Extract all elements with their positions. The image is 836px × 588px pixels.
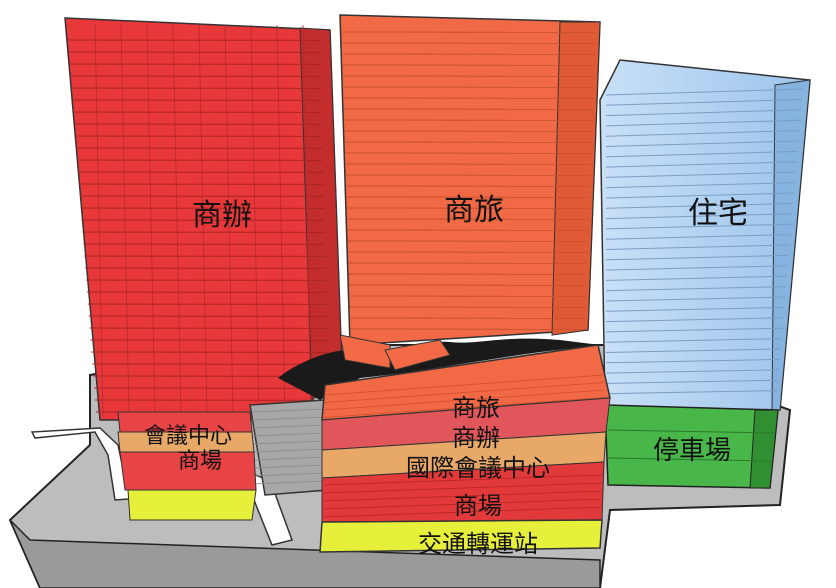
floor-line	[605, 306, 785, 312]
floor-line	[605, 275, 787, 281]
floor-line	[605, 140, 799, 147]
floor-line	[605, 379, 778, 384]
floor-line	[323, 389, 605, 411]
left-podium	[117, 411, 257, 521]
floor-line	[323, 374, 605, 396]
label-office-tower: 商辦	[192, 198, 252, 233]
label-podium-mall: 商場	[454, 492, 502, 520]
grey-middle-block	[249, 399, 329, 496]
floor-line	[251, 424, 327, 429]
floor-line	[605, 286, 786, 292]
floor-line	[323, 482, 604, 494]
floor-line	[605, 192, 795, 199]
floor-line	[605, 265, 788, 271]
label-hotel-tower: 商旅	[444, 193, 504, 228]
floor-line	[250, 24, 260, 416]
residential-tower	[599, 59, 811, 411]
label-left-convention: 會議中心	[144, 424, 232, 449]
office-column-lines	[94, 24, 312, 416]
floor-line	[605, 150, 798, 158]
floor-line	[605, 182, 795, 189]
floor-line	[605, 390, 777, 395]
floor-line	[94, 24, 104, 416]
floor-line	[198, 24, 208, 416]
podium-floor-lines	[323, 374, 605, 518]
label-left-mall: 商場	[178, 449, 222, 474]
floor-line	[251, 464, 327, 469]
floor-line	[251, 448, 327, 453]
residential-floor-lines	[605, 88, 804, 395]
floor-line	[605, 348, 781, 353]
floor-line	[605, 327, 783, 333]
hotel-tower	[339, 14, 601, 346]
label-podium-convention: 國際會議中心	[406, 454, 550, 482]
floor-line	[251, 440, 327, 445]
floor-line	[605, 202, 794, 209]
main-podium	[319, 344, 611, 553]
label-podium-transit: 交通轉運站	[418, 530, 538, 558]
floor-line	[605, 213, 793, 220]
floor-line	[605, 317, 784, 323]
floor-line	[224, 24, 234, 416]
floor-line	[251, 408, 327, 413]
floor-line	[251, 472, 327, 477]
floor-line	[605, 369, 779, 374]
label-podium-office: 商辦	[452, 424, 500, 452]
label-podium-hotel: 商旅	[452, 394, 500, 422]
floor-line	[323, 474, 604, 486]
floor-line	[605, 98, 803, 106]
label-parking: 停車場	[653, 436, 731, 466]
hotel-floor-lines	[341, 31, 597, 330]
floor-line	[323, 498, 604, 510]
floor-line	[605, 254, 789, 261]
floor-line	[120, 24, 130, 416]
floor-line	[251, 432, 327, 437]
office-tower	[64, 17, 343, 421]
parking-block	[604, 404, 779, 489]
floor-line	[605, 109, 802, 117]
floor-line	[605, 244, 790, 250]
floor-line	[605, 171, 796, 178]
floor-line	[146, 24, 156, 416]
floor-line	[251, 416, 327, 421]
floor-line	[605, 88, 804, 96]
floor-line	[605, 296, 786, 302]
floor-line	[605, 223, 792, 230]
floor-line	[605, 358, 780, 364]
floor-line	[323, 382, 605, 403]
grey-block-lines	[251, 408, 327, 485]
floor-line	[276, 24, 286, 416]
floor-line	[302, 24, 312, 416]
floor-line	[251, 456, 327, 461]
dark-connector	[278, 334, 600, 400]
floor-line	[172, 24, 182, 416]
floor-line	[323, 490, 604, 502]
floor-line	[323, 397, 605, 418]
floor-line	[605, 119, 801, 127]
floor-line	[251, 480, 327, 485]
floor-line	[605, 130, 800, 137]
floor-line	[605, 161, 797, 168]
floor-line	[605, 338, 782, 343]
label-residential-tower: 住宅	[688, 196, 748, 231]
floor-line	[605, 234, 791, 240]
floor-line	[323, 506, 604, 518]
